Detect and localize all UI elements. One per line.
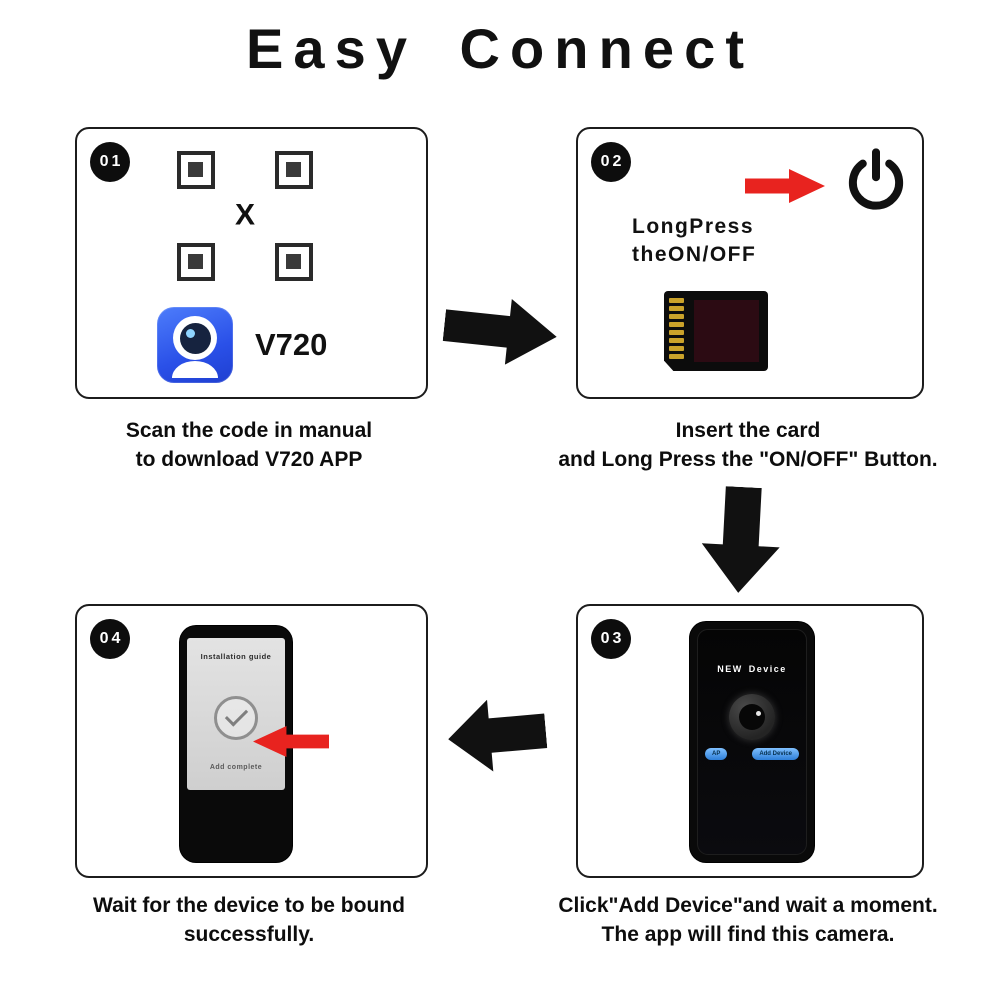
add-complete-label: Add complete: [209, 764, 263, 771]
qr-corner-marker: [275, 151, 313, 189]
page-title: Easy Connect: [245, 17, 755, 80]
caption-line: Wait for the device to be bound: [93, 894, 405, 917]
step-3-badge: 03: [591, 619, 631, 659]
qr-code-graphic: X: [177, 151, 313, 281]
step-2-panel: 02 LongPress theON/OFF: [576, 127, 924, 399]
caption-line: The app will find this camera.: [601, 922, 895, 946]
webcam-base-icon: [172, 361, 218, 378]
qr-center-x: X: [234, 198, 256, 232]
longpress-label: LongPress theON/OFF: [632, 213, 756, 270]
caption-line: and Long Press the "ON/OFF" Button.: [558, 447, 938, 471]
ap-button: AP: [705, 748, 728, 760]
step-4-panel: 04 Installation guide Add complete: [75, 604, 428, 878]
caption-line: Insert the card: [675, 419, 821, 442]
arrow-step2-to-step3-icon: [699, 485, 782, 595]
caption-line: to download V720 APP: [135, 447, 363, 471]
phone-install-guide: Installation guide Add complete: [180, 626, 292, 862]
sd-card-pins: [669, 298, 684, 359]
qr-corner-marker: [275, 243, 313, 281]
caption-line: Click"Add Device"and wait a moment.: [558, 894, 938, 917]
phone-screen: Installation guide Add complete: [187, 638, 285, 790]
longpress-line: theON/OFF: [632, 243, 757, 267]
webcam-eye-icon: [179, 322, 211, 354]
longpress-line: LongPress: [632, 215, 755, 238]
step-4-caption: Wait for the device to be bound successf…: [55, 892, 443, 950]
step-4-badge: 04: [90, 619, 130, 659]
app-name-label: V720: [255, 327, 328, 362]
app-row: V720: [157, 307, 327, 383]
caption-line: Scan the code in manual: [125, 419, 373, 442]
step-2-caption: Insert the card and Long Press the "ON/O…: [520, 417, 976, 475]
arrow-step3-to-step4-icon: [445, 695, 549, 775]
camera-lens-inner: [739, 704, 765, 730]
sd-card-label-area: [694, 300, 759, 362]
step-2-badge: 02: [591, 142, 631, 182]
red-arrow-icon: [745, 169, 825, 203]
qr-corner-marker: [177, 151, 215, 189]
power-icon: [848, 148, 904, 210]
step-1-panel: 01 X V720: [75, 127, 428, 399]
qr-corner-marker: [177, 243, 215, 281]
step-3-panel: 03 NEW Device AP Add Device: [576, 604, 924, 878]
phone-screen: NEW Device AP Add Device: [697, 629, 807, 855]
step-1-badge: 01: [90, 142, 130, 182]
v720-app-icon: [157, 307, 233, 383]
camera-lens-highlight: [756, 711, 761, 716]
arrow-step1-to-step2-icon: [441, 292, 560, 369]
step-3-caption: Click"Add Device"and wait a moment. The …: [520, 892, 976, 950]
phone-button-row: AP Add Device: [698, 748, 806, 760]
step-1-caption: Scan the code in manual to download V720…: [55, 417, 443, 475]
installation-guide-label: Installation guide: [200, 652, 272, 661]
success-check-icon: [214, 696, 258, 740]
camera-lens-icon: [729, 694, 775, 740]
sd-card: [664, 291, 768, 371]
new-device-label: NEW Device: [717, 664, 787, 674]
phone-new-device: NEW Device AP Add Device: [690, 622, 814, 862]
add-device-button: Add Device: [752, 748, 799, 760]
webcam-head-icon: [173, 316, 217, 360]
caption-line: successfully.: [183, 922, 315, 946]
